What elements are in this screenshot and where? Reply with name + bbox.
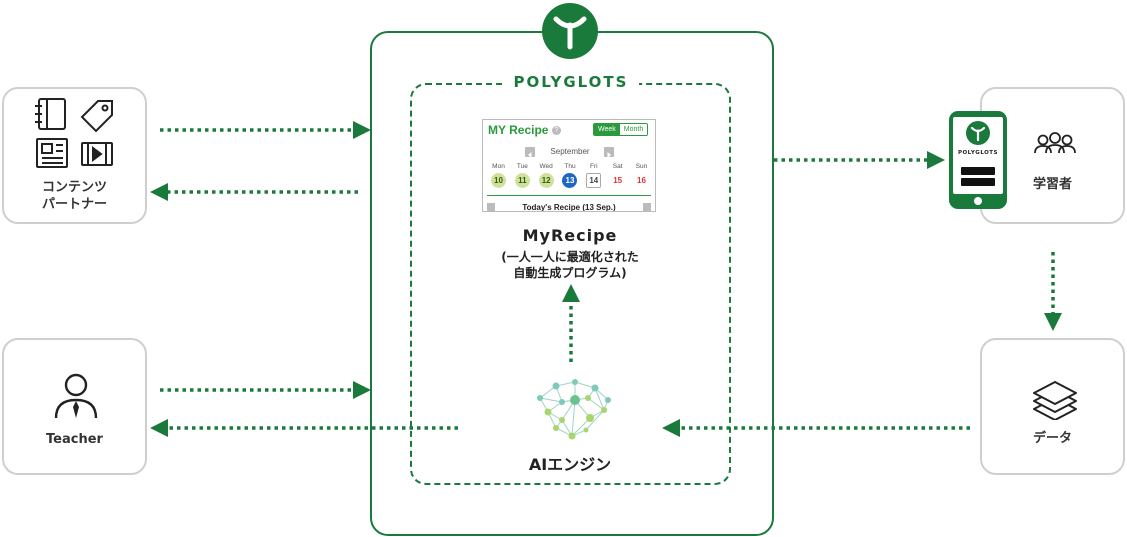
content-partner-label-line1: コンテンツ [41,180,107,195]
recipe-divider [487,195,651,196]
myrecipe-subtitle-line1: (一人一人に最適化された [501,250,639,264]
weekday-row: Mon Tue Wed Thu Fri Sat Sun [487,163,653,170]
weekday: Mon [492,163,505,170]
recipe-card-title: MY Recipe [488,123,549,137]
arrowhead [353,121,371,139]
teacher-label: Teacher [46,432,103,447]
weekday: Thu [564,163,576,170]
newspaper-icon [36,138,68,168]
notebook-icon [35,98,66,130]
next-day-icon [643,203,651,211]
weekday: Wed [539,163,553,170]
date-cell-today: 13 [562,173,578,188]
arrowhead [927,151,945,169]
arrowhead [353,381,371,399]
myrecipe-title: MyRecipe [522,226,618,245]
tag-icon [80,100,113,133]
layers-stack-icon [1033,381,1077,420]
phone-screen: POLYGLOTS [953,117,1003,194]
toggle-month: Month [619,124,648,135]
date-row: 10 11 12 13 14 15 16 [487,173,653,188]
todays-recipe-label: Today's Recipe (13 Sep.) [522,203,616,212]
smartphone-icon: POLYGLOTS [949,111,1007,209]
myrecipe-subtitle-line2: 自動生成プログラム) [513,266,627,280]
data-label: データ [1032,431,1072,446]
data-box: データ [980,338,1125,475]
google-play-badge [961,178,995,191]
myrecipe-screenshot: MY Recipe ? Week Month September Mon Tue… [482,119,656,212]
next-month-icon [604,147,614,158]
date-cell: 14 [586,173,602,188]
myrecipe-subtitle: (一人一人に最適化された 自動生成プログラム) [455,249,685,281]
learner-label: 学習者 [1032,177,1072,192]
content-partner-label-line2: パートナー [41,197,107,212]
view-toggle: Week Month [593,123,649,136]
polyglots-logo-icon [542,3,598,59]
phone-app-name: POLYGLOTS [957,150,999,156]
phone-home-button [974,197,982,205]
date-cell: 11 [514,173,530,188]
date-cell-weekend: 15 [613,176,623,185]
content-partner-label: コンテンツ パートナー [4,179,145,213]
app-store-badge [961,167,995,180]
teacher-box: Teacher [2,338,147,475]
date-cell: 12 [538,173,554,188]
weekday: Sun [635,163,648,170]
content-partner-icons [35,98,113,168]
video-icon [81,142,113,166]
toggle-week: Week [594,124,620,135]
weekday: Sat [612,163,623,170]
date-cell: 10 [491,173,506,188]
month-label: September [550,147,590,156]
teacher-person-icon [54,373,98,419]
date-cell-weekend: 16 [637,176,646,185]
weekday: Tue [516,163,528,170]
arrowhead [150,183,168,201]
polyglots-app-logo-icon [966,121,990,145]
help-icon: ? [552,126,561,135]
ai-engine-label: AIエンジン [528,455,612,474]
content-partner-box: コンテンツ パートナー [2,87,147,224]
people-group-icon [1034,132,1076,154]
weekday: Fri [590,163,598,170]
prev-month-icon [525,147,535,158]
arrowhead [150,419,168,437]
polyglots-title: POLYGLOTS [503,73,639,91]
arrowhead [1044,313,1062,331]
prev-day-icon [487,203,495,211]
